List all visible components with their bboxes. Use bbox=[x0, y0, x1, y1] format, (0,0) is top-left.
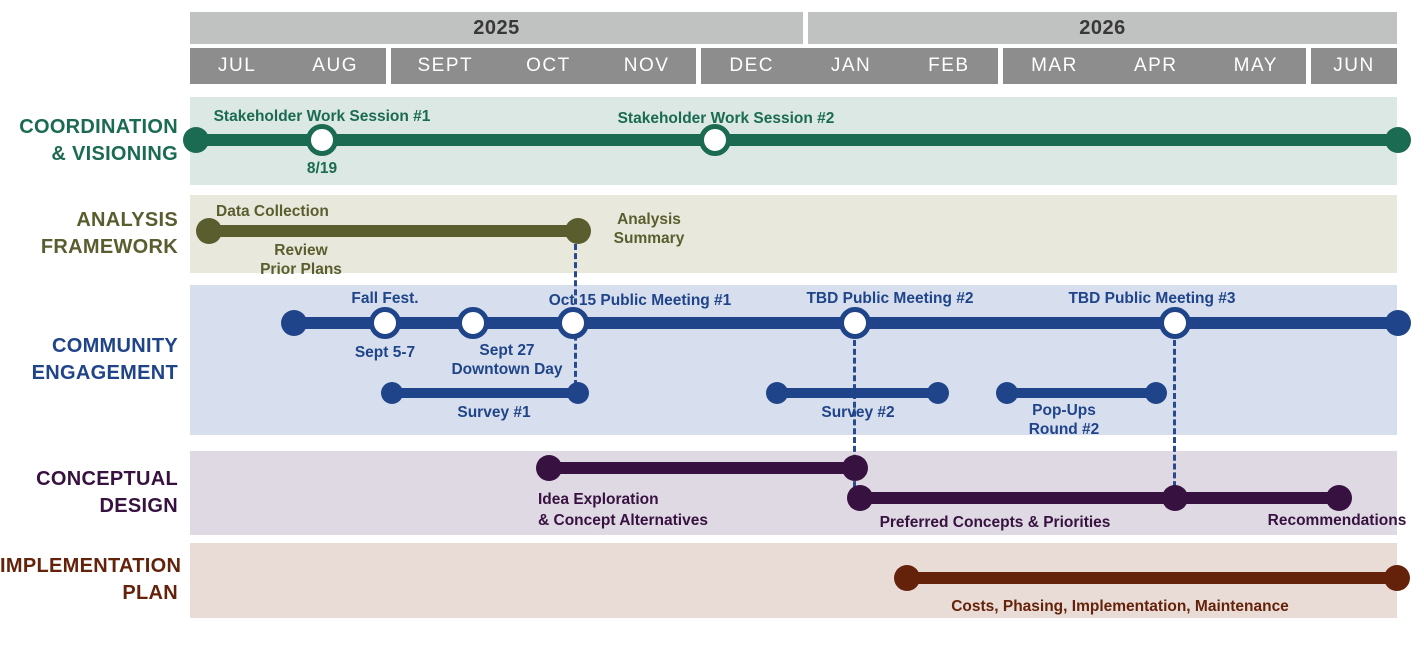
analysis-end-dot bbox=[565, 218, 591, 244]
survey-2-label: Survey #2 bbox=[821, 404, 895, 421]
milestone-public-meeting-2-marker bbox=[839, 307, 871, 339]
fall-fest-date: Sept 5-7 bbox=[354, 344, 416, 361]
milestone-stakeholder-session-1-label: Stakeholder Work Session #1 bbox=[213, 108, 431, 125]
community-end-dot bbox=[1385, 310, 1411, 336]
idea-exploration-end-dot bbox=[842, 455, 868, 481]
milestone-stakeholder-session-2-marker bbox=[699, 124, 731, 156]
popups-round-2-bar bbox=[1007, 388, 1156, 398]
coordination-end-dot bbox=[1385, 127, 1411, 153]
coordination-start-dot bbox=[183, 127, 209, 153]
phase-label-coordination: COORDINATION & VISIONING bbox=[19, 116, 178, 165]
recommendations-label: Recommendations bbox=[1267, 512, 1407, 529]
month-jul: JUL bbox=[218, 55, 257, 76]
implementation-bar bbox=[907, 572, 1397, 584]
milestone-stakeholder-session-2-label: Stakeholder Work Session #2 bbox=[617, 110, 835, 127]
milestone-downtown-day-marker bbox=[457, 307, 489, 339]
phase-label-community: COMMUNITY ENGAGEMENT bbox=[31, 335, 178, 384]
month-mar: MAR bbox=[1031, 55, 1078, 76]
downtown-day-label: Sept 27 Downtown Day bbox=[451, 342, 563, 378]
popups-end-dot bbox=[1145, 382, 1167, 404]
idea-exploration-start-dot bbox=[536, 455, 562, 481]
analysis-start-dot bbox=[196, 218, 222, 244]
phase-label-conceptual: CONCEPTUAL DESIGN bbox=[36, 468, 178, 517]
year-2026-label: 2026 bbox=[1079, 16, 1126, 39]
preferred-concepts-label: Preferred Concepts & Priorities bbox=[879, 514, 1111, 531]
connector-meeting2-to-preferred-concepts bbox=[853, 340, 856, 496]
survey-1-start-dot bbox=[381, 382, 403, 404]
month-nov: NOV bbox=[623, 55, 670, 76]
implementation-start-dot bbox=[894, 565, 920, 591]
analysis-summary-label: Analysis Summary bbox=[613, 211, 685, 247]
public-meeting-3-label: TBD Public Meeting #3 bbox=[1068, 290, 1236, 307]
phase-label-implementation: IMPLEMENTATION PLAN bbox=[0, 555, 182, 604]
month-segment-mar-may: MAR APR MAY bbox=[1003, 48, 1306, 84]
idea-exploration-bar bbox=[549, 462, 855, 474]
analysis-timeline-bar bbox=[209, 225, 578, 237]
year-2025-label: 2025 bbox=[473, 16, 520, 39]
phase-label-analysis: ANALYSIS FRAMEWORK bbox=[40, 209, 178, 258]
recommendations-dot bbox=[1326, 485, 1352, 511]
milestone-public-meeting-3-marker bbox=[1159, 307, 1191, 339]
implementation-label: Costs, Phasing, Implementation, Maintena… bbox=[951, 598, 1289, 615]
month-jan: JAN bbox=[830, 55, 872, 76]
survey-2-end-dot bbox=[927, 382, 949, 404]
popups-start-dot bbox=[996, 382, 1018, 404]
month-segment-sept-nov: SEPT OCT NOV bbox=[391, 48, 696, 84]
public-meeting-2-label: TBD Public Meeting #2 bbox=[806, 290, 974, 307]
month-segment-jul-aug: JUL AUG bbox=[190, 48, 386, 84]
review-prior-plans-label: Review Prior Plans bbox=[260, 242, 342, 278]
month-segment-dec-feb: DEC JAN FEB bbox=[701, 48, 998, 84]
survey-2-start-dot bbox=[766, 382, 788, 404]
month-aug: AUG bbox=[312, 55, 358, 76]
idea-exploration-label: Idea Exploration & Concept Alternatives bbox=[538, 491, 708, 529]
month-apr: APR bbox=[1133, 55, 1178, 76]
month-dec: DEC bbox=[729, 55, 775, 76]
month-sept: SEPT bbox=[417, 55, 474, 76]
community-start-dot bbox=[281, 310, 307, 336]
preferred-concepts-start-dot bbox=[847, 485, 873, 511]
coordination-timeline-bar bbox=[196, 134, 1398, 146]
month-jun: JUN bbox=[1333, 55, 1375, 76]
survey-1-bar bbox=[392, 388, 578, 398]
popups-round-2-label: Pop-Ups Round #2 bbox=[1028, 402, 1100, 438]
month-oct: OCT bbox=[526, 55, 571, 76]
data-collection-label: Data Collection bbox=[216, 203, 329, 220]
month-segment-jun: JUN bbox=[1311, 48, 1397, 84]
month-may: MAY bbox=[1233, 55, 1278, 76]
year-2025-bar: 2025 bbox=[190, 12, 803, 44]
connector-meeting3-to-preferred-concepts bbox=[1173, 340, 1176, 496]
survey-1-label: Survey #1 bbox=[457, 404, 531, 421]
fall-fest-label: Fall Fest. bbox=[351, 290, 419, 307]
year-2026-bar: 2026 bbox=[808, 12, 1397, 44]
implementation-end-dot bbox=[1384, 565, 1410, 591]
milestone-stakeholder-session-1-date: 8/19 bbox=[306, 160, 338, 177]
preferred-concepts-mid-dot bbox=[1162, 485, 1188, 511]
milestone-stakeholder-session-1-marker bbox=[306, 124, 338, 156]
survey-1-end-dot bbox=[567, 382, 589, 404]
milestone-public-meeting-1-marker bbox=[557, 307, 589, 339]
public-meeting-1-label: Oct 15 Public Meeting #1 bbox=[548, 292, 732, 309]
preferred-concepts-bar bbox=[860, 492, 1339, 504]
milestone-fall-fest-marker bbox=[369, 307, 401, 339]
survey-2-bar bbox=[777, 388, 938, 398]
month-feb: FEB bbox=[928, 55, 970, 76]
